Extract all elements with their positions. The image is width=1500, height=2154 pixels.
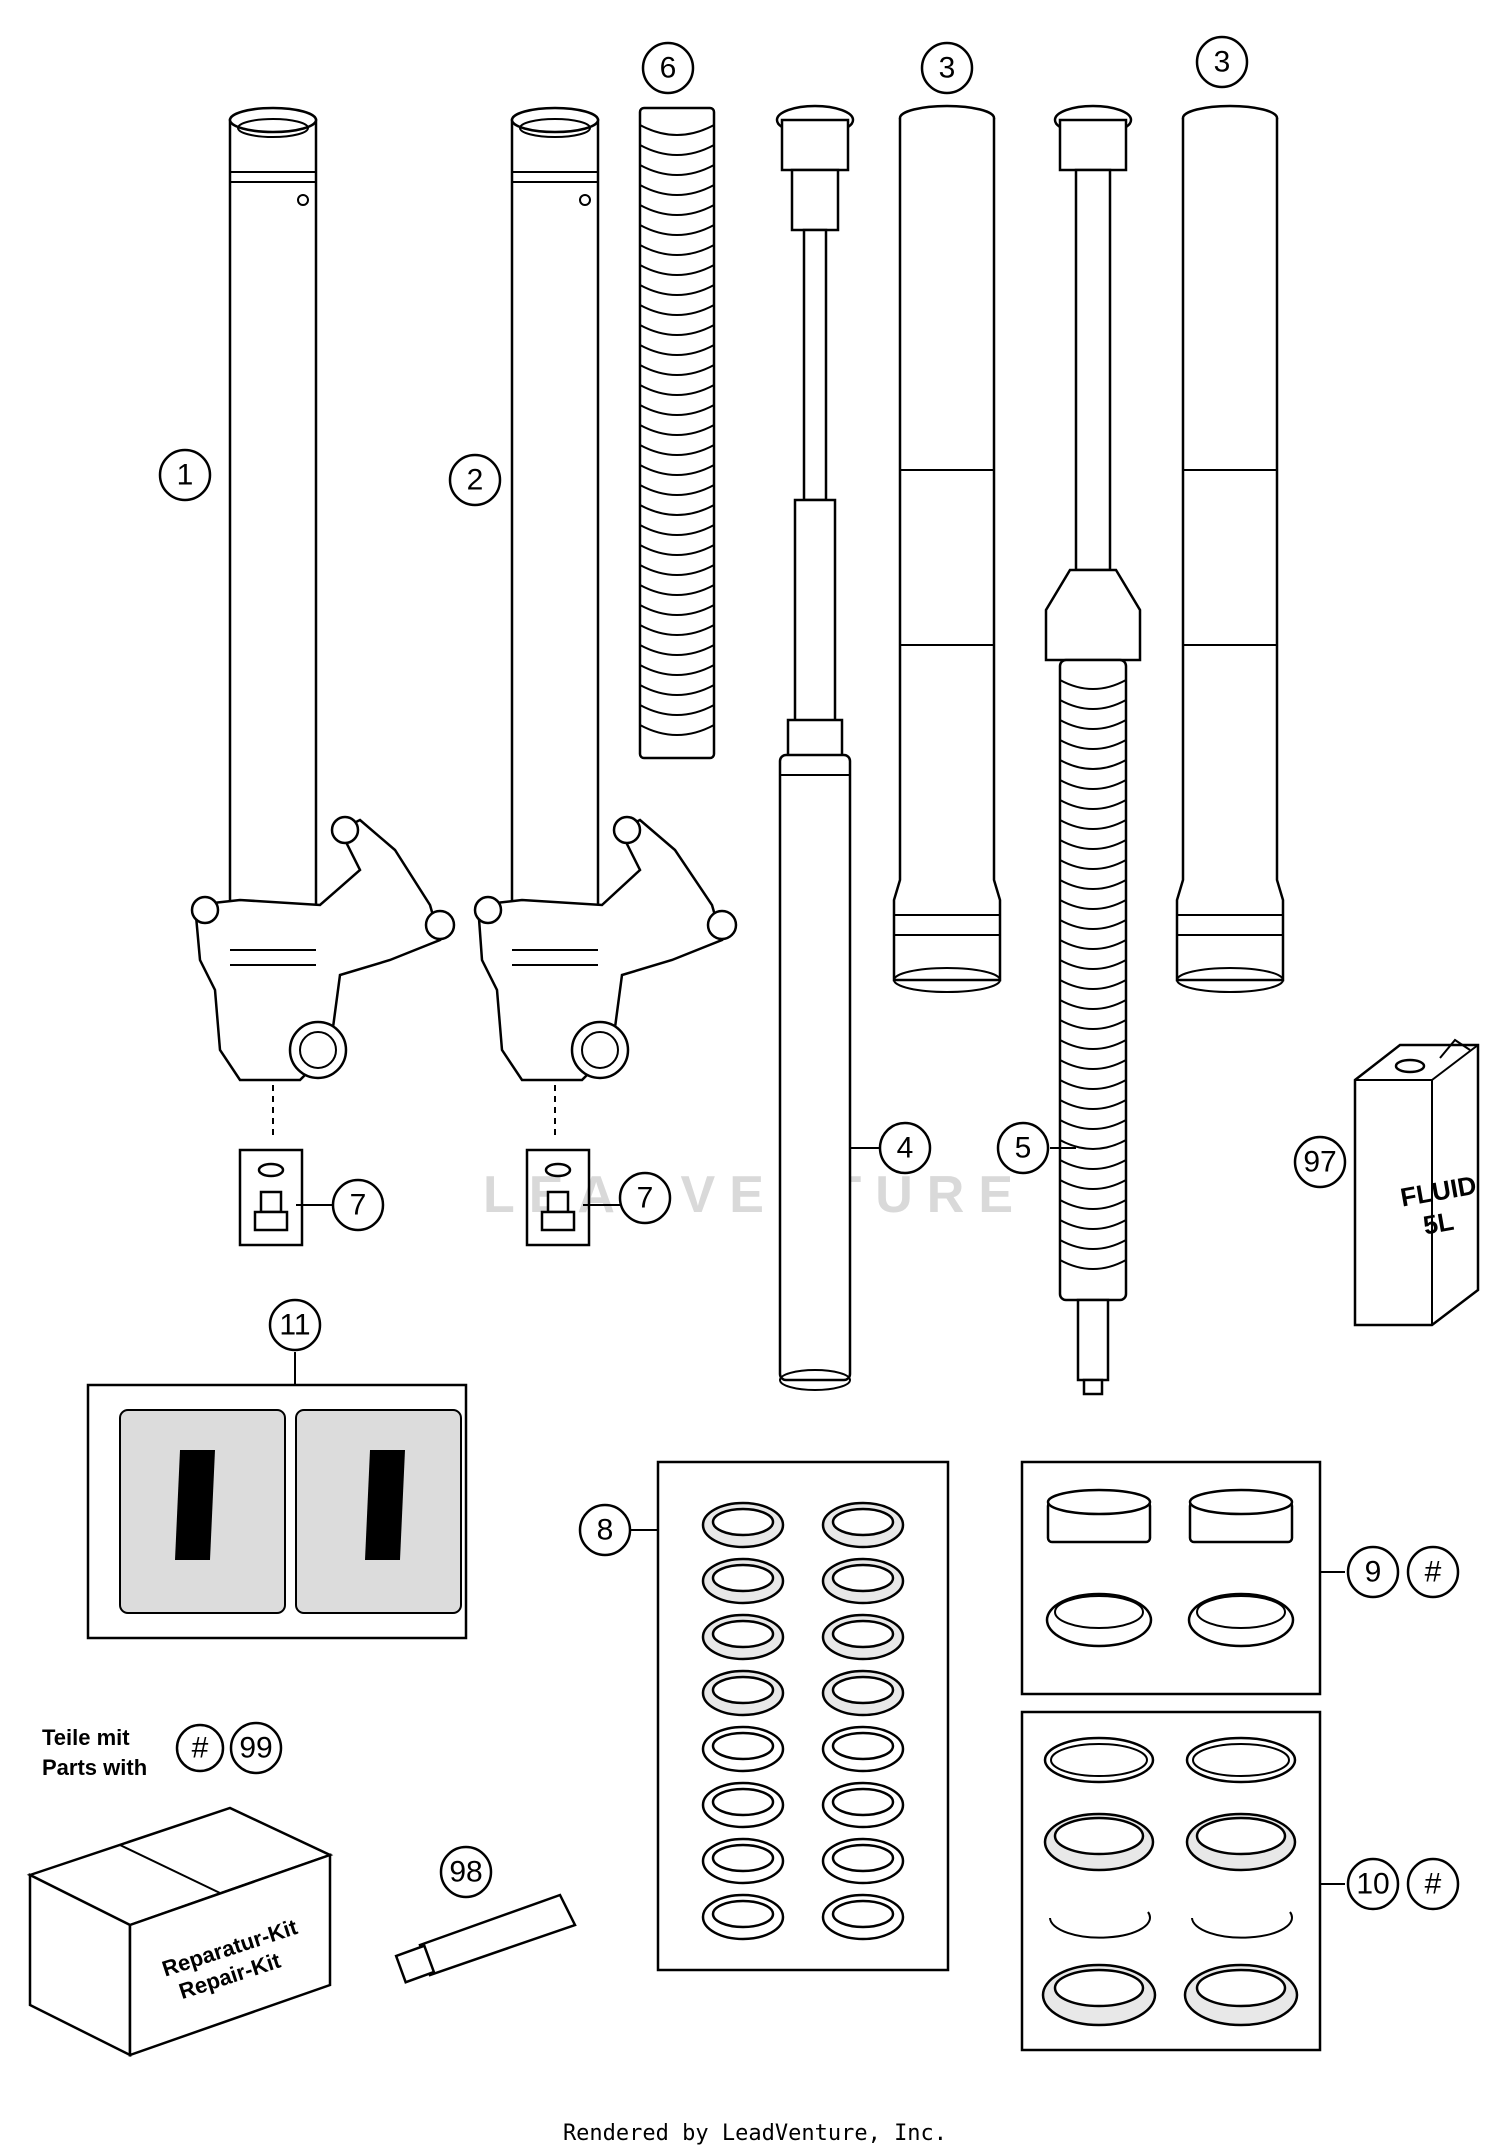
callout-10[interactable]: 10: [1346, 1857, 1400, 1911]
callout-1[interactable]: 1: [158, 448, 212, 502]
callout-6[interactable]: 6: [641, 41, 695, 95]
callout-9[interactable]: 9: [1346, 1545, 1400, 1599]
callout-legend-hash[interactable]: #: [175, 1723, 225, 1773]
part-3-inner-tube-left[interactable]: [892, 104, 1002, 993]
ring-inner: [831, 1787, 895, 1817]
callout-97[interactable]: 97: [1293, 1135, 1347, 1189]
part-11-decal-set[interactable]: [86, 1383, 468, 1640]
part-9-guide-bushings[interactable]: [1020, 1460, 1322, 1696]
svg-text:1: 1: [177, 459, 194, 492]
svg-text:5: 5: [1015, 1132, 1032, 1165]
part-3-inner-tube-right[interactable]: [1175, 104, 1285, 993]
ring-inner: [711, 1731, 775, 1761]
svg-text:10: 10: [1356, 1868, 1389, 1901]
callout-98[interactable]: 98: [439, 1845, 493, 1899]
part-7-bleeder-screw-right[interactable]: [525, 1148, 591, 1247]
part-97-fork-fluid[interactable]: FLUID 5L: [1353, 1038, 1480, 1327]
part-8-ring-set[interactable]: [656, 1460, 950, 1972]
svg-text:98: 98: [449, 1856, 482, 1889]
callout-9-hash[interactable]: #: [1406, 1545, 1460, 1599]
svg-text:97: 97: [1303, 1146, 1336, 1179]
ring-inner: [831, 1899, 895, 1929]
ring-inner: [711, 1787, 775, 1817]
ring-inner: [831, 1731, 895, 1761]
ring-inner: [831, 1843, 895, 1873]
callout-3-left[interactable]: 3: [920, 41, 974, 95]
svg-text:#: #: [1425, 1556, 1442, 1589]
legend-line-2: Parts with: [42, 1755, 147, 1780]
part-1-outer-tube-left[interactable]: [190, 106, 456, 1082]
part-4-cartridge[interactable]: [775, 104, 855, 1391]
svg-text:9: 9: [1365, 1556, 1382, 1589]
callout-7-left[interactable]: 7: [331, 1178, 385, 1232]
svg-text:4: 4: [897, 1132, 914, 1165]
part-5-spring-cartridge[interactable]: [1044, 104, 1142, 1396]
svg-text:7: 7: [350, 1189, 367, 1222]
part-6-fork-spring[interactable]: [638, 106, 716, 760]
ring-inner: [711, 1563, 775, 1593]
svg-text:8: 8: [597, 1514, 614, 1547]
callout-3-right[interactable]: 3: [1195, 35, 1249, 89]
part-99-repair-kit[interactable]: Reparatur-Kit Repair-Kit: [26, 1806, 334, 2058]
ring-inner: [831, 1675, 895, 1705]
svg-text:#: #: [192, 1732, 209, 1765]
callout-10-hash[interactable]: #: [1406, 1857, 1460, 1911]
svg-text:11: 11: [279, 1309, 310, 1342]
callout-2[interactable]: 2: [448, 453, 502, 507]
svg-text:7: 7: [637, 1182, 654, 1215]
ring-inner: [711, 1507, 775, 1537]
ring-inner: [711, 1899, 775, 1929]
callout-11[interactable]: 11: [268, 1298, 322, 1352]
fluid-label-2: 5L: [1421, 1206, 1456, 1241]
part-10-seal-kit[interactable]: [1020, 1710, 1322, 2052]
footer-text: Rendered by LeadVenture, Inc.: [563, 2121, 947, 2146]
callout-4[interactable]: 4: [878, 1121, 932, 1175]
svg-text:#: #: [1425, 1868, 1442, 1901]
ring-inner: [831, 1619, 895, 1649]
callout-8[interactable]: 8: [578, 1503, 632, 1557]
svg-text:6: 6: [660, 52, 677, 85]
legend-line-1: Teile mit: [42, 1725, 130, 1750]
ring-inner: [711, 1619, 775, 1649]
ring-inner: [711, 1675, 775, 1705]
svg-text:3: 3: [1214, 46, 1231, 79]
part-98-grease-tube[interactable]: [394, 1893, 577, 1984]
ring-inner: [711, 1843, 775, 1873]
callout-7-right[interactable]: 7: [618, 1171, 672, 1225]
part-7-bleeder-screw-left[interactable]: [238, 1148, 304, 1247]
ring-grid: [701, 1501, 905, 1941]
ring-inner: [831, 1507, 895, 1537]
part-2-outer-tube-right[interactable]: [473, 106, 738, 1082]
svg-text:2: 2: [467, 464, 484, 497]
ring-inner: [831, 1563, 895, 1593]
svg-text:3: 3: [939, 52, 956, 85]
callout-5[interactable]: 5: [996, 1121, 1050, 1175]
callout-99[interactable]: 99: [229, 1721, 283, 1775]
svg-text:99: 99: [239, 1732, 272, 1765]
